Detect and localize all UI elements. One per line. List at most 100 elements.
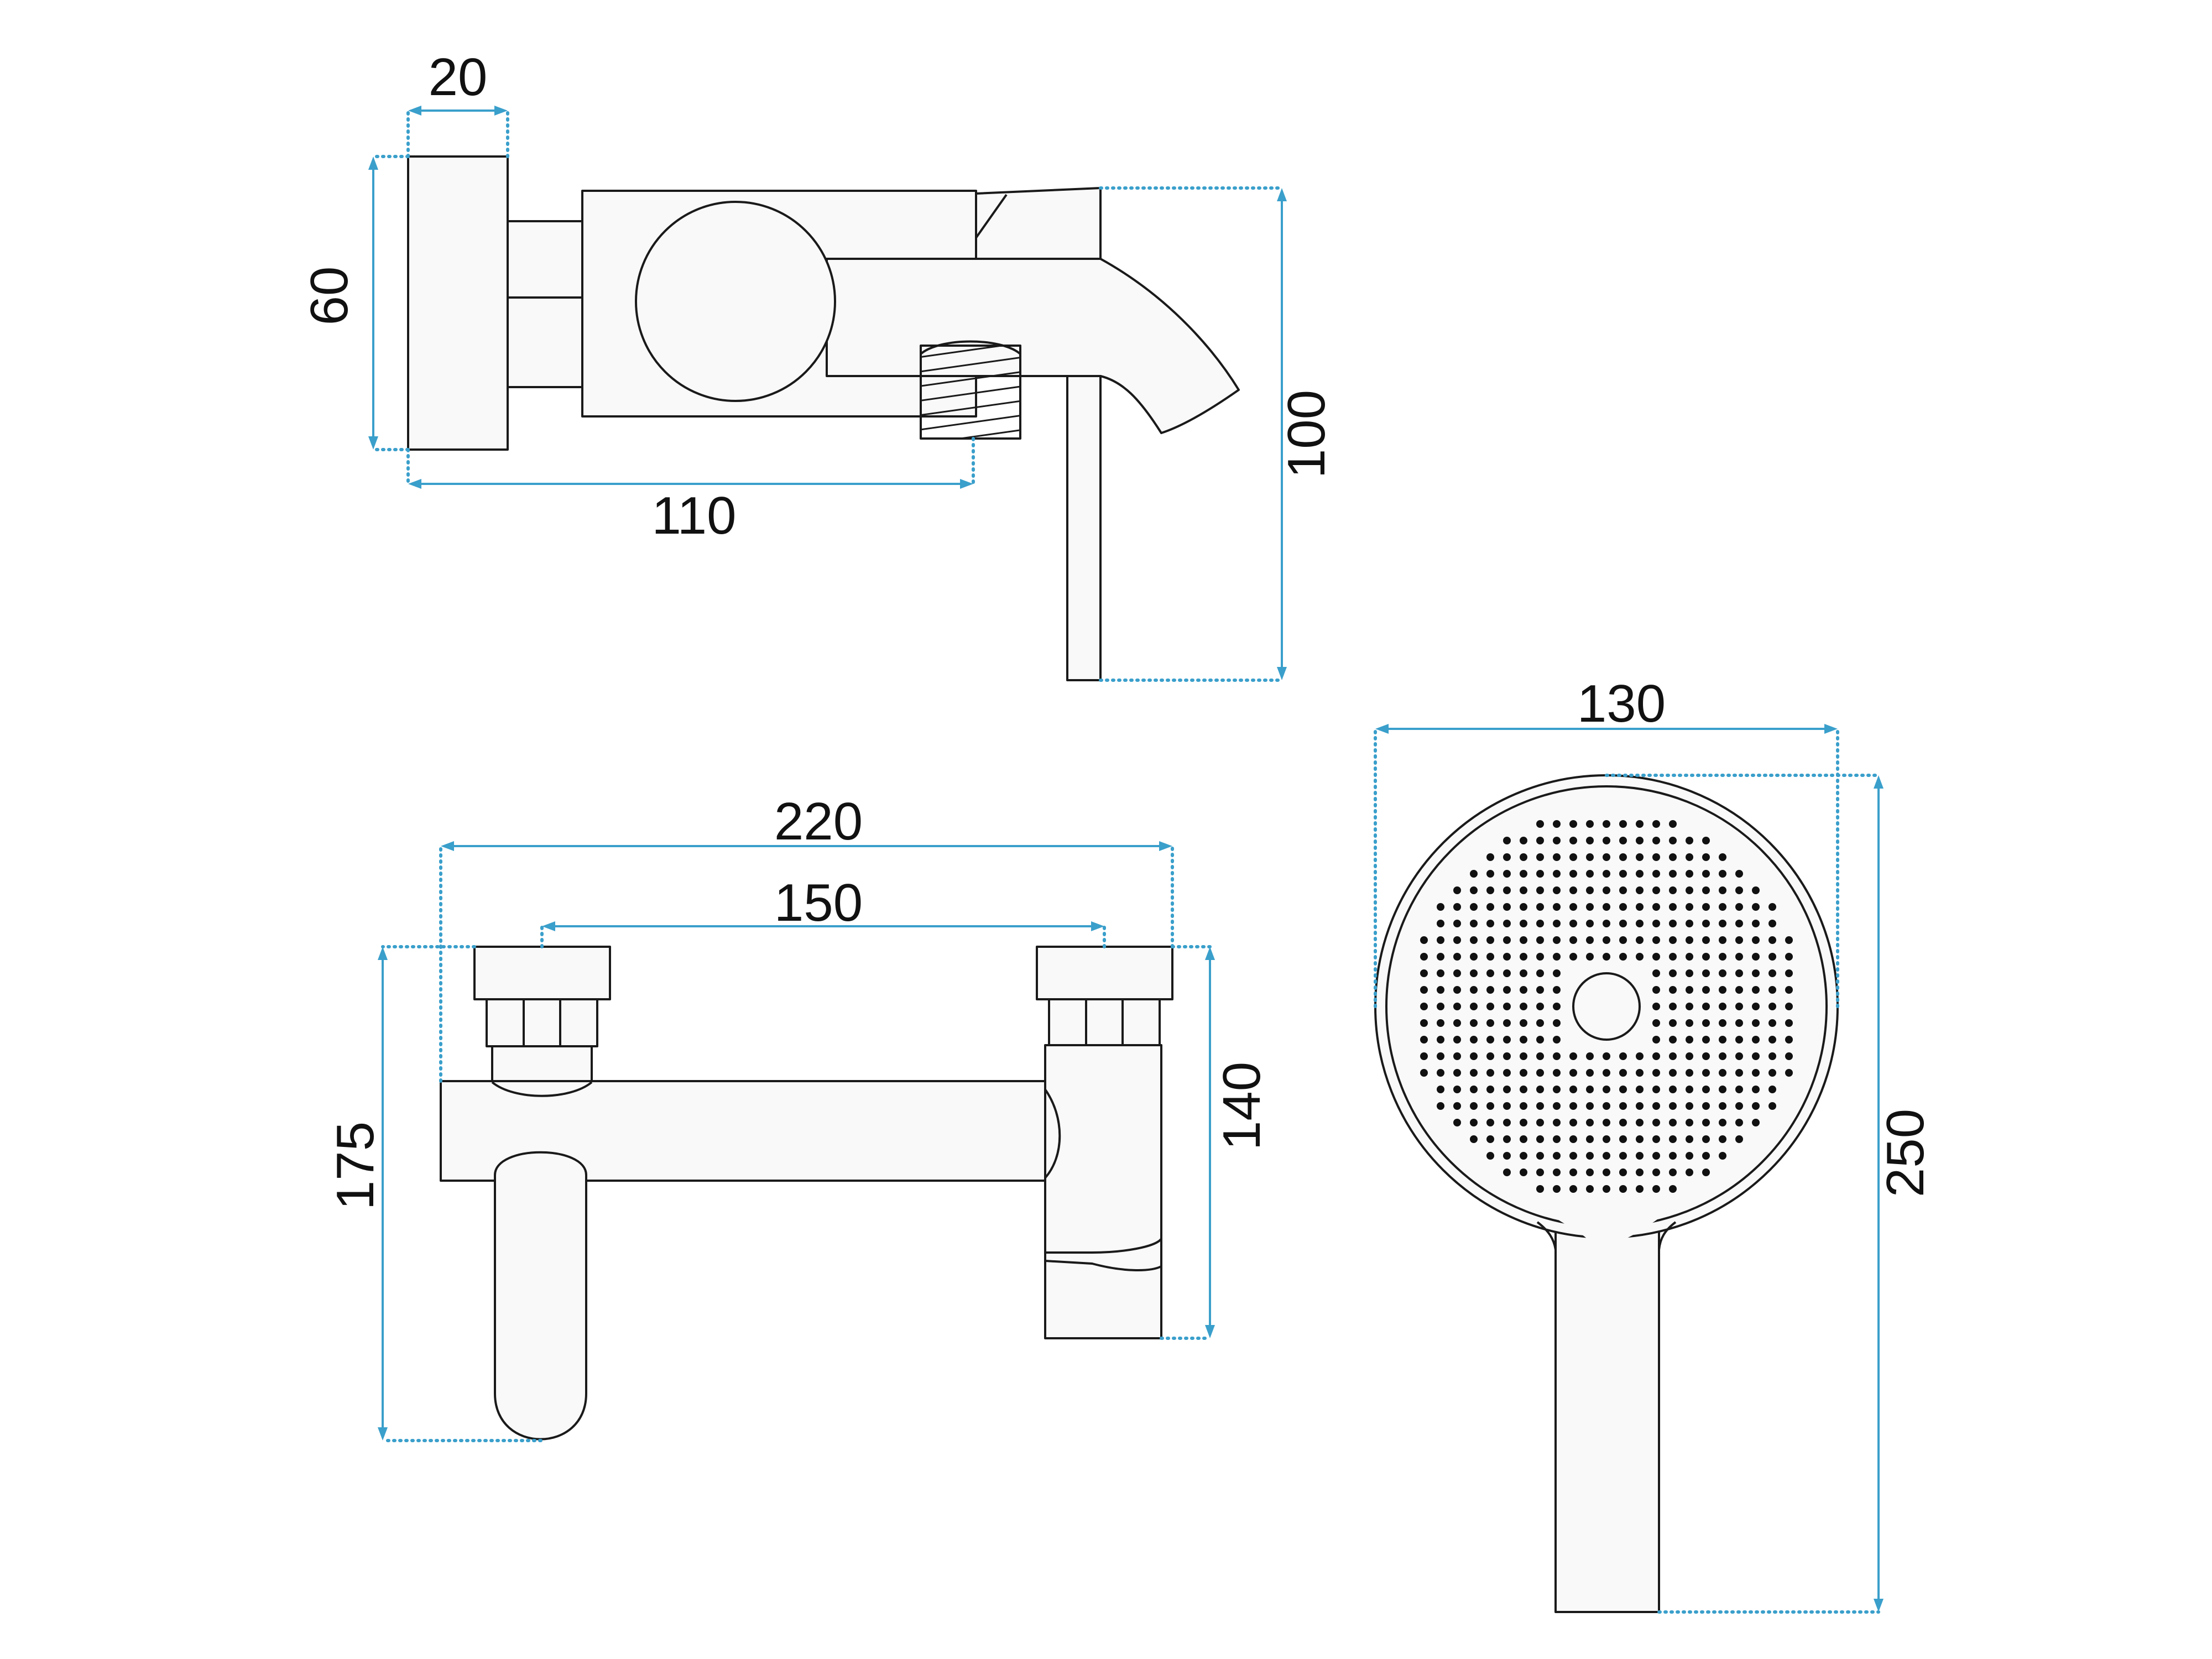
dim-150-arrow-left xyxy=(542,921,555,931)
nozzle xyxy=(1652,920,1660,927)
nozzle xyxy=(1586,1135,1594,1143)
dim-175-extension xyxy=(381,945,542,1442)
nozzle xyxy=(1669,886,1677,894)
nozzle xyxy=(1603,1185,1610,1193)
nozzle xyxy=(1536,986,1544,994)
nozzle xyxy=(1702,837,1710,844)
nozzle xyxy=(1735,903,1743,911)
nozzle xyxy=(1652,1135,1660,1143)
nozzle xyxy=(1603,953,1610,961)
nozzle xyxy=(1652,853,1660,861)
nozzle xyxy=(1636,837,1644,844)
nozzle xyxy=(1619,886,1627,894)
nozzle xyxy=(1470,969,1478,977)
dim-140-arrow-bottom xyxy=(1205,1325,1215,1338)
nozzle xyxy=(1520,920,1527,927)
nozzle xyxy=(1553,1152,1561,1160)
nozzle xyxy=(1420,1052,1428,1060)
dim-220-arrow-right xyxy=(1159,841,1172,851)
nozzle xyxy=(1486,920,1494,927)
nozzle xyxy=(1569,936,1577,944)
nozzle xyxy=(1420,986,1428,994)
dim-130-label: 130 xyxy=(1577,674,1666,733)
nozzle xyxy=(1453,1086,1461,1093)
nozzle xyxy=(1536,886,1544,894)
nozzle xyxy=(1536,870,1544,878)
nozzle xyxy=(1686,986,1693,994)
nozzle xyxy=(1503,936,1511,944)
nozzle xyxy=(1652,1052,1660,1060)
nozzle xyxy=(1437,1102,1444,1110)
nozzle xyxy=(1619,1052,1627,1060)
nozzle-grid xyxy=(1420,820,1793,1193)
nozzle xyxy=(1719,1069,1726,1077)
nozzle xyxy=(1503,1052,1511,1060)
nozzle xyxy=(1669,820,1677,828)
nozzle xyxy=(1536,953,1544,961)
nozzle xyxy=(1768,1102,1776,1110)
nozzle xyxy=(1569,1119,1577,1126)
nozzle xyxy=(1520,1003,1527,1010)
nozzle xyxy=(1785,986,1793,994)
wall-connector xyxy=(507,220,583,388)
nozzle xyxy=(1669,969,1677,977)
nozzle xyxy=(1652,1185,1660,1193)
nozzle xyxy=(1553,886,1561,894)
nozzle xyxy=(1619,1119,1627,1126)
nozzle xyxy=(1420,936,1428,944)
nozzle xyxy=(1553,920,1561,927)
nozzle xyxy=(1553,936,1561,944)
nozzle xyxy=(1486,1069,1494,1077)
dim-110-extension xyxy=(406,437,975,486)
left-nut-faces xyxy=(523,999,561,1046)
nozzle xyxy=(1553,1003,1561,1010)
nozzle xyxy=(1603,1168,1610,1176)
dim-130-arrow-left xyxy=(1375,724,1389,734)
nozzle xyxy=(1520,953,1527,961)
nozzle xyxy=(1702,886,1710,894)
nozzle xyxy=(1719,870,1726,878)
nozzle xyxy=(1719,1119,1726,1126)
dim-140-label: 140 xyxy=(1212,1062,1271,1150)
nozzle xyxy=(1652,1069,1660,1077)
nozzle xyxy=(1735,1003,1743,1010)
dim-150-extension xyxy=(540,925,1106,948)
nozzle xyxy=(1719,1003,1726,1010)
nozzle xyxy=(1503,1036,1511,1044)
nozzle xyxy=(1503,903,1511,911)
nozzle xyxy=(1553,903,1561,911)
nozzle xyxy=(1636,1069,1644,1077)
nozzle xyxy=(1569,903,1577,911)
nozzle xyxy=(1652,837,1660,844)
nozzle xyxy=(1520,853,1527,861)
nozzle xyxy=(1503,1069,1511,1077)
nozzle xyxy=(1437,1019,1444,1027)
nozzle xyxy=(1735,936,1743,944)
nozzle xyxy=(1719,1102,1726,1110)
left-nut xyxy=(486,998,598,1047)
nozzle xyxy=(1453,886,1461,894)
nozzle xyxy=(1619,837,1627,844)
nozzle xyxy=(1719,969,1726,977)
nozzle xyxy=(1520,837,1527,844)
nozzle xyxy=(1503,837,1511,844)
nozzle xyxy=(1752,1052,1760,1060)
nozzle xyxy=(1470,1003,1478,1010)
nozzle xyxy=(1553,1036,1561,1044)
nozzle xyxy=(1486,870,1494,878)
nozzle xyxy=(1603,886,1610,894)
spout-front xyxy=(494,1151,587,1441)
nozzle xyxy=(1536,820,1544,828)
nozzle xyxy=(1669,1036,1677,1044)
nozzle xyxy=(1437,920,1444,927)
lever-handle xyxy=(1066,375,1102,681)
nozzle xyxy=(1520,1168,1527,1176)
dim-150-label: 150 xyxy=(774,873,863,932)
nozzle xyxy=(1636,1119,1644,1126)
right-eccentric-cap xyxy=(1036,946,1173,1000)
nozzle xyxy=(1453,936,1461,944)
nozzle xyxy=(1470,903,1478,911)
nozzle xyxy=(1719,1152,1726,1160)
nozzle xyxy=(1520,1052,1527,1060)
